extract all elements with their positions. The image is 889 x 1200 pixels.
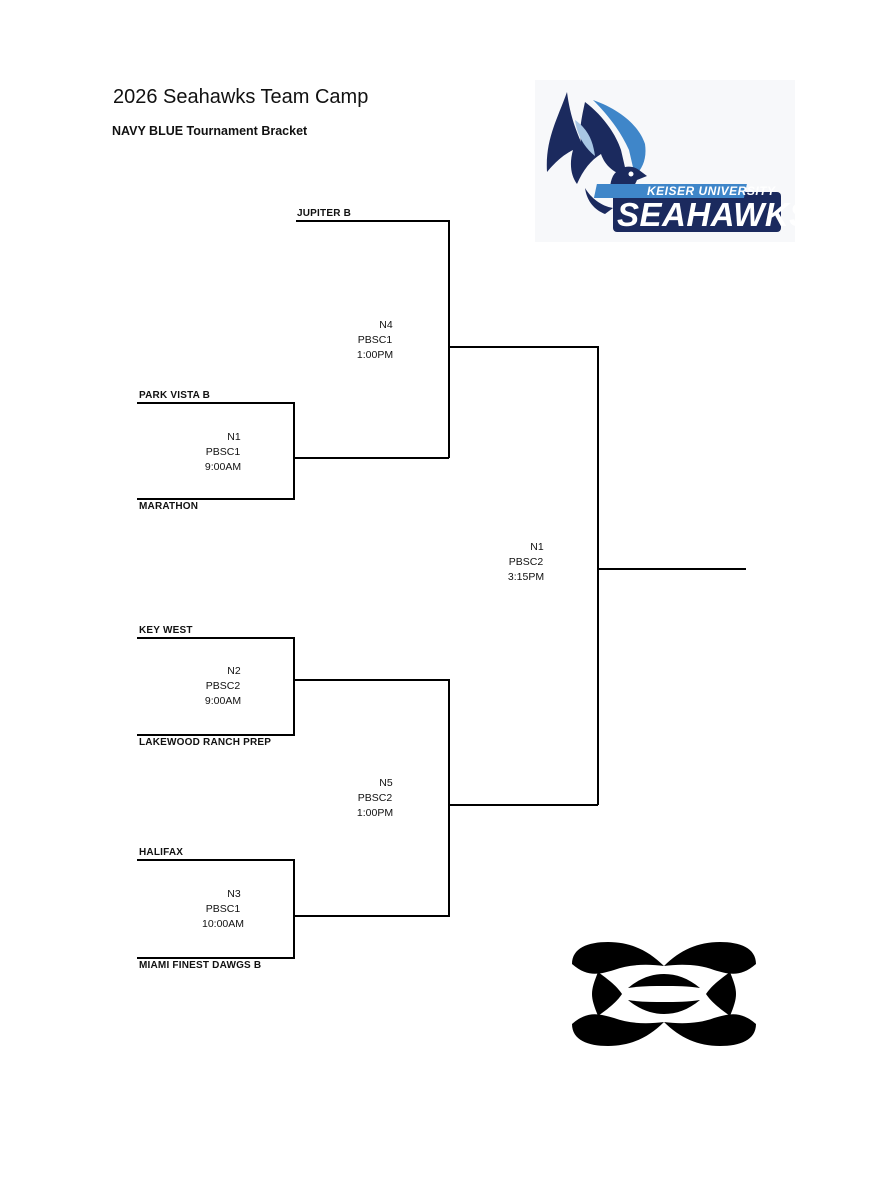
game-field: PBSC2 — [508, 556, 544, 568]
seahawks-logo-small-text: KEISER UNIVERSITY — [647, 184, 776, 198]
team-jupiter-b: JUPITER B — [297, 208, 352, 219]
game-id: N4 — [379, 319, 393, 331]
game-time: 1:00PM — [356, 807, 394, 819]
team-miami-finest-dawgs-b: MIAMI FINEST DAWGS B — [139, 960, 262, 971]
game-time: 3:15PM — [507, 571, 545, 583]
game-time: 1:00PM — [356, 349, 394, 361]
game-n4: N4 PBSC1 1:00PM — [340, 318, 410, 363]
game-id: N1 — [530, 541, 544, 553]
under-armour-logo: ® — [572, 942, 756, 1046]
game-time: 10:00AM — [201, 918, 245, 930]
game-n2: N2 PBSC2 9:00AM — [188, 664, 258, 709]
game-id: N2 — [227, 665, 241, 677]
game-time: 9:00AM — [204, 695, 242, 707]
game-id: N3 — [227, 888, 241, 900]
registered-mark: ® — [750, 1024, 756, 1032]
bracket-line-halifax — [137, 859, 295, 959]
game-id: N1 — [227, 431, 241, 443]
game-n1-final: N1 PBSC2 3:15PM — [491, 540, 561, 585]
bracket-line-jupiter-b — [296, 220, 450, 458]
game-id: N5 — [379, 777, 393, 789]
seahawks-logo-big-text: SEAHAWKS — [617, 196, 795, 233]
game-n3: N3 PBSC1 10:00AM — [188, 887, 258, 932]
game-field: PBSC2 — [205, 680, 241, 692]
game-n1-first: N1 PBSC1 9:00AM — [188, 430, 258, 475]
bracket-line-n5 — [294, 679, 450, 917]
team-park-vista-b: PARK VISTA B — [139, 390, 211, 401]
game-time: 9:00AM — [204, 461, 242, 473]
page-subtitle: NAVY BLUE Tournament Bracket — [112, 124, 308, 138]
bracket-line-n4-winner — [449, 346, 599, 805]
game-field: PBSC1 — [205, 903, 241, 915]
team-halifax: HALIFAX — [139, 847, 184, 858]
team-key-west: KEY WEST — [139, 625, 193, 636]
seahawks-logo: KEISER UNIVERSITY SEAHAWKS — [535, 80, 795, 242]
game-field: PBSC2 — [357, 792, 393, 804]
bracket-line-park-vista-b — [137, 402, 295, 500]
page-title: 2026 Seahawks Team Camp — [113, 86, 369, 108]
game-field: PBSC1 — [357, 334, 393, 346]
team-lakewood-ranch-prep: LAKEWOOD RANCH PREP — [139, 737, 272, 748]
team-marathon: MARATHON — [139, 501, 199, 512]
bracket-line-key-west — [137, 637, 295, 736]
game-field: PBSC1 — [205, 446, 241, 458]
game-n5: N5 PBSC2 1:00PM — [340, 776, 410, 821]
